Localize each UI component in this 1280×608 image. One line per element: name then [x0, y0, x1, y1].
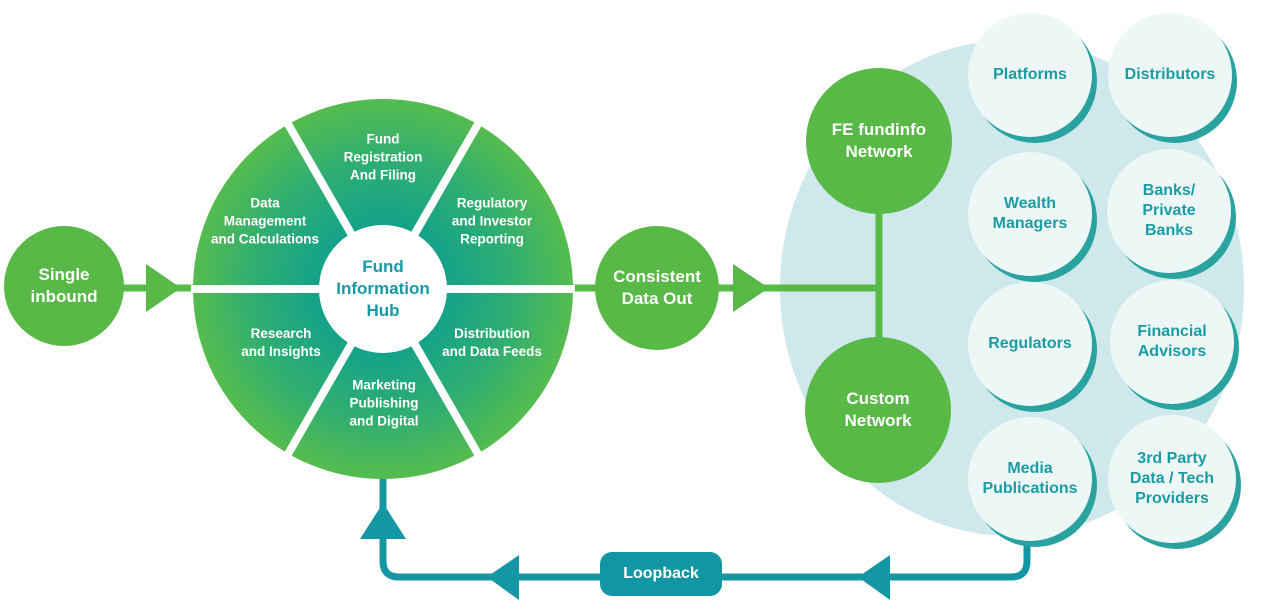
segment-regulatory-reporting: Regulatory and Investor Reporting: [451, 195, 533, 248]
consistent-data-out-circle: Consistent Data Out: [595, 226, 719, 350]
hub-center-circle: [319, 225, 447, 353]
segment-research-insights: Research and Insights: [241, 325, 321, 359]
loopback-arrow-left2-icon: [858, 555, 890, 600]
custom-network-circle: Custom Network: [805, 337, 951, 483]
segment-distribution-feeds: Distribution and Data Feeds: [442, 325, 542, 359]
fe-fundinfo-network-circle: FE fundinfo Network: [806, 68, 952, 214]
segment-marketing-digital: Marketing Publishing and Digital: [349, 377, 419, 430]
loopback-arrow-up-icon: [360, 503, 406, 539]
member-circle-banks: Banks/ Private Banks: [1107, 149, 1231, 273]
loopback-label-box: Loopback: [600, 552, 722, 596]
outbound-arrow-icon: [733, 264, 769, 312]
member-circle-platforms: Platforms: [968, 13, 1092, 137]
hub-center-label: Fund Information Hub: [336, 256, 430, 321]
member-circle-regulators: Regulators: [968, 282, 1092, 406]
loopback-arrow-left-icon: [487, 555, 519, 600]
single-inbound-circle: Single inbound: [4, 226, 124, 346]
segment-fund-registration: Fund Registration And Filing: [343, 131, 423, 184]
member-circle-3rd-party-providers: 3rd Party Data / Tech Providers: [1108, 415, 1236, 543]
member-circle-media-publications: Media Publications: [968, 417, 1092, 541]
inbound-arrow-icon: [146, 264, 181, 312]
segment-data-management: Data Management and Calculations: [210, 195, 320, 248]
member-circle-wealth-managers: Wealth Managers: [968, 152, 1092, 276]
member-circle-financial-advisors: Financial Advisors: [1110, 280, 1234, 404]
member-circle-distributors: Distributors: [1108, 13, 1232, 137]
